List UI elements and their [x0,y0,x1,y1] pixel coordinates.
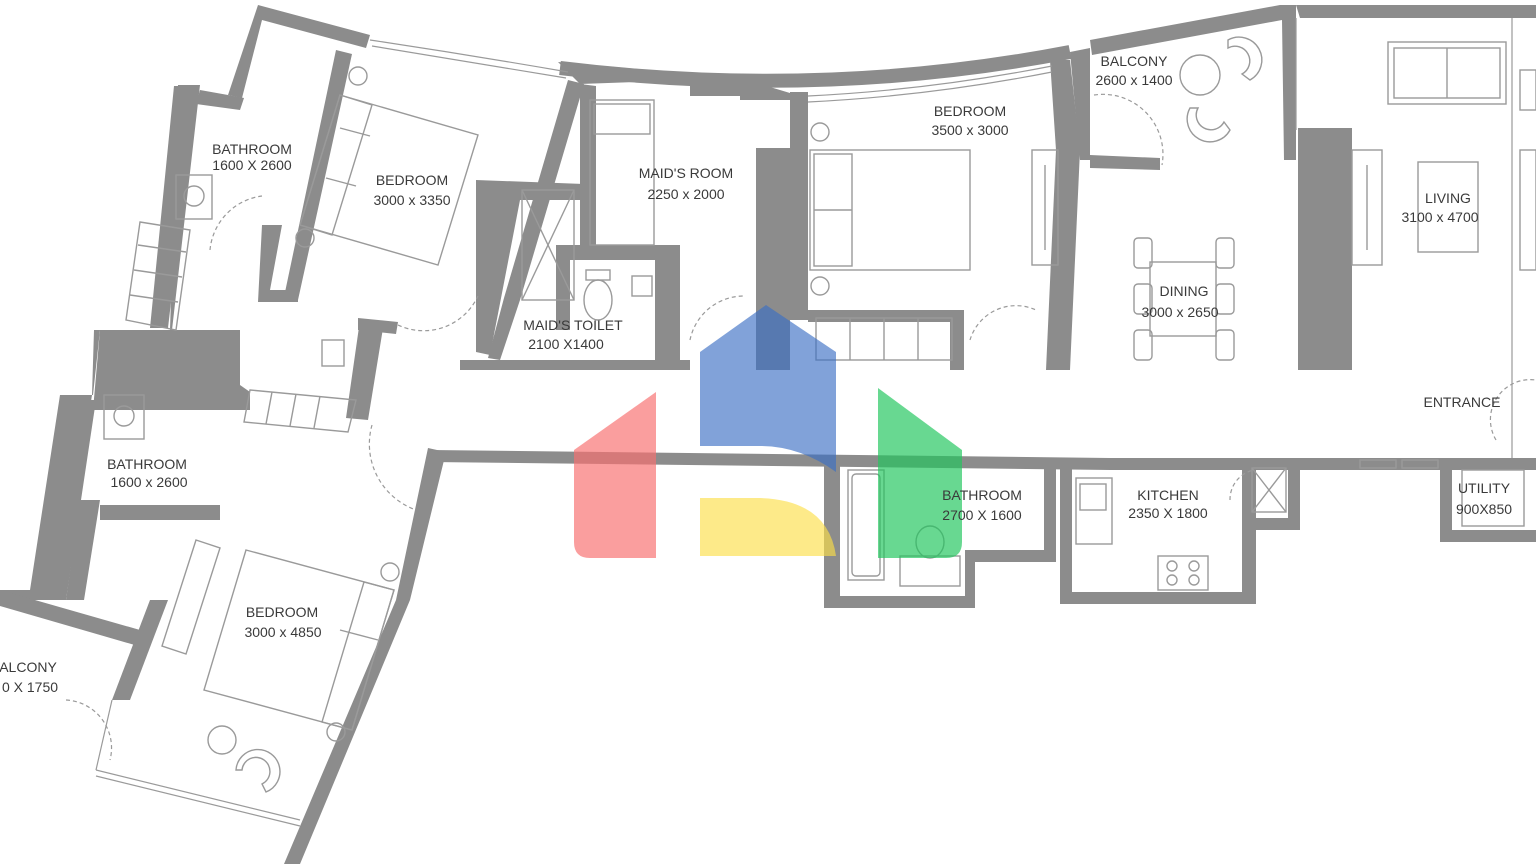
shower-icon [243,389,357,433]
tv-unit-icon [1351,149,1383,266]
wash-basin-icon [103,394,145,440]
room-name-bathroom-1: BATHROOM [212,141,292,157]
room-size-dining: 3000 x 2650 [1141,304,1218,320]
fridge-icon [1251,467,1287,513]
bed-icon [295,66,479,266]
room-size-living: 3100 x 4700 [1401,209,1478,225]
room-name-bedroom-2: BEDROOM [934,103,1006,119]
shower-icon [521,189,575,301]
sofa-icon [1387,41,1536,271]
chair-icon [207,725,281,793]
room-name-bathroom-2: BATHROOM [107,456,187,472]
room-name-bedroom-1: BEDROOM [376,172,448,188]
room-name-kitchen: KITCHEN [1137,487,1198,503]
room-size-bathroom-3: 2700 X 1600 [942,507,1022,523]
room-size-bathroom-2: 1600 x 2600 [110,474,187,490]
watermark-logo [574,305,962,558]
room-size-maids-room: 2250 x 2000 [647,186,724,202]
room-size-bedroom-1: 3000 x 3350 [373,192,450,208]
room-size-balcony-2: 0 X 1750 [2,679,58,695]
room-name-dining: DINING [1160,283,1209,299]
room-name-entrance: ENTRANCE [1423,394,1500,410]
room-labels: BATHROOM 1600 X 2600 BEDROOM 3000 x 3350… [0,53,1512,695]
stove-icon [1157,555,1209,591]
room-name-living: LIVING [1425,190,1471,206]
wardrobe-icon [1031,149,1059,266]
bed-icon [203,549,400,742]
coffee-table-icon [1417,161,1479,253]
room-size-bathroom-1: 1600 X 2600 [212,157,292,173]
room-size-kitchen: 2350 X 1800 [1128,505,1208,521]
dining-table-icon [1133,237,1235,361]
wash-basin-icon [899,555,961,587]
chair-icon [321,339,345,367]
room-size-balcony-1: 2600 x 1400 [1095,72,1172,88]
wardrobe-icon [815,317,953,361]
wash-basin-icon [175,174,213,220]
bed-icon [809,122,971,296]
shower-icon [125,221,191,331]
room-name-utility: UTILITY [1458,480,1511,496]
room-size-bedroom-3: 3000 x 4850 [244,624,321,640]
room-name-maids-toilet: MAID'S TOILET [523,317,623,333]
room-size-utility: 900X850 [1456,501,1512,517]
door-swings [65,93,1536,761]
room-size-maids-toilet: 2100 X1400 [528,336,604,352]
room-name-balcony-2: ALCONY [0,659,57,675]
room-name-bathroom-3: BATHROOM [942,487,1022,503]
bed-icon [589,99,655,246]
wardrobe-icon [161,539,221,655]
room-size-bedroom-2: 3500 x 3000 [931,122,1008,138]
walls [0,5,1536,864]
sink-icon [1075,477,1113,545]
chair-icon [1179,36,1263,143]
toilet-icon [583,269,653,321]
room-name-maids-room: MAID'S ROOM [639,165,733,181]
room-name-balcony-1: BALCONY [1101,53,1169,69]
utility-fixture-icon [1359,459,1525,527]
room-name-bedroom-3: BEDROOM [246,604,318,620]
